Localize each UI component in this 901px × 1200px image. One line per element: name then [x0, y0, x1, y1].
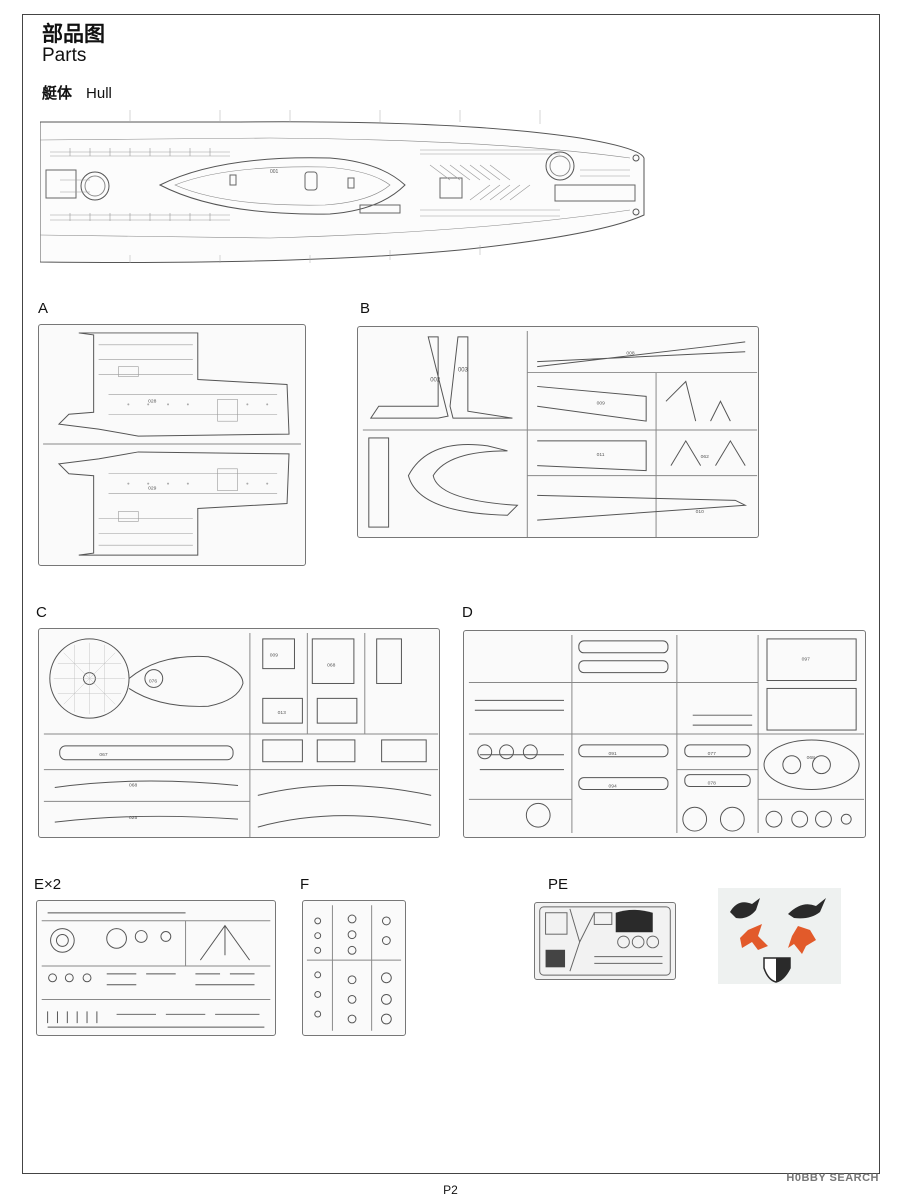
sprue-d-part-1: 097: [802, 657, 810, 663]
decal-sheet: [718, 888, 841, 984]
sprue-c-graphic: 076 009 068 013 067 068 025: [43, 632, 439, 837]
sprue-f-label: F: [300, 876, 310, 893]
page-title-en: Parts: [42, 45, 87, 66]
sprue-e-frame: [36, 900, 276, 1036]
sprue-b-part-7: 010: [696, 509, 704, 515]
sprue-d-graphic: 097 094 091 077 078 068: [468, 634, 865, 834]
sprue-d-frame: 097 094 091 077 078 068: [463, 630, 866, 838]
sprue-c-part-2: 009: [270, 653, 278, 659]
hull-label-cn: 艇体: [42, 84, 73, 102]
sprue-a-label: A: [38, 300, 49, 317]
sprue-d-label: D: [462, 604, 473, 621]
watermark: H0BBY SEARCH: [786, 1172, 879, 1184]
sprue-a-frame: 028 029: [38, 324, 306, 566]
pe-label: PE: [548, 876, 569, 893]
sprue-c-part-5: 067: [99, 752, 107, 758]
sprue-a-part-1: 028: [148, 398, 156, 404]
sprue-b-part-1: 002: [430, 377, 440, 383]
sprue-d-part-2: 094: [609, 783, 617, 789]
sprue-e-label: E×2: [34, 876, 62, 893]
sprue-a-graphic: 028 029: [43, 332, 301, 556]
sprue-b-part-3: 008: [626, 351, 634, 357]
page-title-cn: 部品图: [42, 22, 105, 46]
sprue-c-part-4: 013: [278, 710, 286, 716]
sprue-c-label: C: [36, 604, 47, 621]
page-number: P2: [443, 1183, 458, 1197]
sprue-e-graphic: [41, 912, 271, 1028]
sprue-b-part-2: 003: [458, 368, 469, 374]
sprue-d-part-4: 077: [708, 751, 716, 757]
sprue-a-part-2: 029: [148, 486, 156, 492]
sprue-c-part-6: 068: [129, 782, 137, 788]
sprue-f-graphic: [306, 905, 402, 1031]
decal-sheet-graphic: [730, 898, 826, 983]
hull-section-label: 艇体 Hull: [42, 82, 112, 103]
sprue-d-part-3: 091: [609, 751, 617, 757]
sprue-d-part-5: 078: [708, 781, 716, 787]
sprue-b-part-6: 062: [701, 454, 709, 460]
sprue-c-part-3: 068: [327, 663, 335, 669]
sprue-d-part-6: 068: [807, 755, 815, 761]
sprue-b-label: B: [360, 300, 371, 317]
sprue-b-part-5: 011: [597, 452, 605, 458]
hull-outline-graphic: 001: [39, 110, 645, 263]
sprue-c-frame: 076 009 068 013 067 068 025: [38, 628, 440, 838]
pe-fret: [534, 902, 676, 980]
sprue-c-part-1: 076: [149, 678, 157, 684]
hull-label-en: Hull: [86, 85, 112, 102]
sprue-f-frame: [302, 900, 406, 1036]
pe-fret-graphic: [539, 906, 671, 976]
hull-part-number: 001: [270, 169, 279, 175]
sprue-b-graphic: 002 003 008 009 011 062 010: [362, 330, 758, 537]
sprue-b-frame: 002 003 008 009 011 062 010: [357, 326, 759, 538]
sprue-c-part-7: 025: [129, 815, 137, 821]
sprue-b-part-4: 009: [597, 400, 605, 406]
page-frame: [22, 14, 880, 1174]
hull-drawing: 001: [39, 110, 646, 268]
